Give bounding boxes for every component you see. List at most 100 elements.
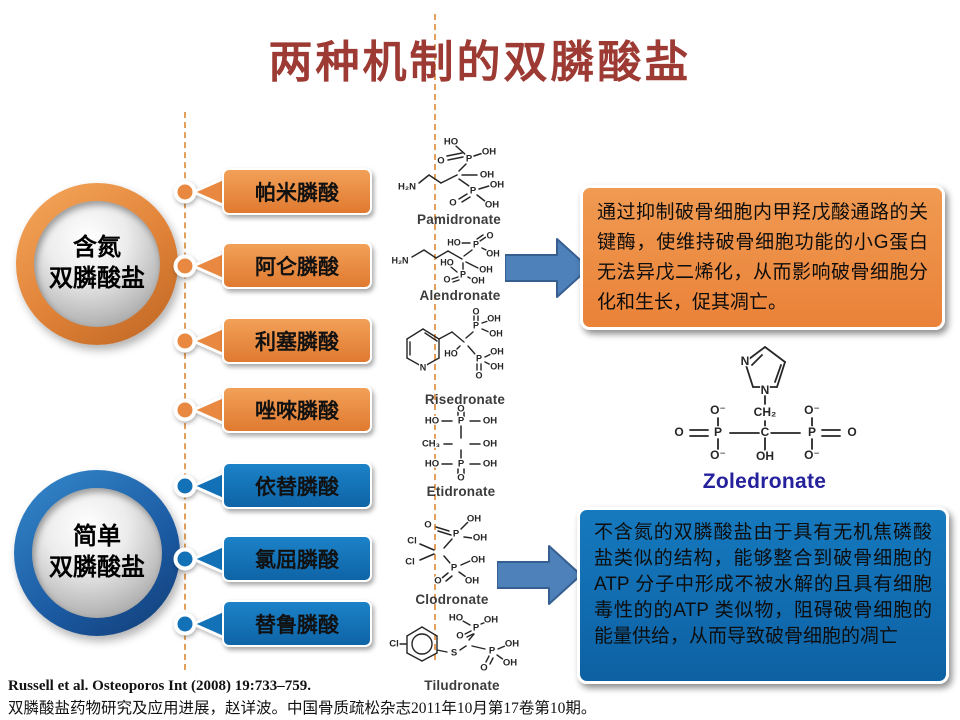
callout-connector-icon [173,249,229,282]
svg-text:P: P [473,239,479,249]
svg-text:OH: OH [479,264,493,274]
callout-pamidronate: 帕米膦酸 [169,168,372,215]
svg-text:P: P [473,623,480,634]
svg-text:O⁻: O⁻ [804,403,820,417]
callout-connector-icon [173,175,229,208]
svg-text:N: N [741,354,750,368]
svg-text:OH: OH [490,346,504,356]
svg-text:O: O [457,404,464,415]
svg-text:Cl: Cl [389,639,399,650]
svg-text:P: P [458,459,465,470]
svg-text:OH: OH [483,416,497,427]
simple-circle-label: 简单 双膦酸盐 [49,523,145,581]
svg-text:OH: OH [482,147,496,158]
mechanism-nitrogen-textbox: 通过抑制破骨细胞内甲羟戊酸通路的关键酶，使维持破骨细胞功能的小G蛋白无法异戊二烯… [580,185,945,330]
svg-text:P: P [808,425,816,439]
drug-label: 阿仑膦酸 [222,242,372,289]
svg-text:OH: OH [483,459,497,470]
svg-text:HO: HO [444,137,458,148]
mechanism-simple-textbox: 不含氮的双膦酸盐由于具有无机焦磷酸盐类似的结构，能够整合到破骨细胞的ATP 分子… [577,507,949,684]
svg-text:O⁻: O⁻ [804,448,820,462]
references: Russell et al. Osteoporos Int (2008) 19:… [8,678,596,718]
svg-text:HO: HO [449,613,463,624]
structure-label-risedronate: Risedronate [424,392,506,407]
svg-text:O: O [443,274,450,284]
callout-alendronate: 阿仑膦酸 [169,242,372,289]
svg-text:OH: OH [471,275,485,285]
svg-text:CH₂: CH₂ [754,405,777,419]
svg-text:O: O [472,306,479,316]
svg-text:P: P [476,353,482,363]
drug-label: 唑唻膦酸 [222,386,372,433]
structure-label-pamidronate: Pamidronate [417,212,501,227]
svg-text:O⁻: O⁻ [710,403,726,417]
svg-text:OH: OH [484,615,498,626]
drug-label: 利塞膦酸 [222,317,372,364]
svg-text:H₂N: H₂N [398,182,416,193]
svg-text:OH: OH [490,180,504,191]
svg-text:O: O [457,473,464,482]
svg-text:O: O [437,156,444,167]
svg-text:OH: OH [486,248,500,258]
svg-text:HO: HO [447,237,461,247]
drug-label: 帕米膦酸 [222,168,372,215]
drug-label: 氯屈膦酸 [222,535,372,582]
reference-line-1: Russell et al. Osteoporos Int (2008) 19:… [8,678,312,694]
svg-text:HO: HO [440,257,454,267]
arrow-right-icon-bottom [497,545,582,605]
svg-text:P: P [714,425,722,439]
svg-text:O: O [847,425,856,439]
svg-text:O⁻: O⁻ [710,448,726,462]
svg-text:Cl: Cl [405,557,415,568]
svg-text:OH: OH [503,658,517,669]
nitrogen-group-circle: 含氮 双膦酸盐 [16,183,178,345]
structure-label-alendronate: Alendronate [419,288,501,303]
callout-etidronate: 依替膦酸 [169,462,372,509]
svg-text:OH: OH [485,200,499,210]
svg-text:P: P [466,154,473,165]
svg-text:OH: OH [480,170,494,181]
svg-text:P: P [470,186,477,197]
svg-text:N: N [420,362,427,372]
svg-text:Cl: Cl [407,536,417,547]
drug-label: 替鲁膦酸 [222,600,372,647]
structure-label-etidronate: Etidronate [426,484,496,499]
svg-text:P: P [458,416,465,427]
svg-text:O: O [475,370,482,380]
svg-text:S: S [451,648,457,659]
svg-text:OH: OH [467,514,481,525]
structure-label-clodronate: Clodronate [415,592,489,607]
nitrogen-circle-inner: 含氮 双膦酸盐 [34,201,160,327]
svg-text:O: O [480,663,487,674]
svg-text:O: O [486,230,493,240]
callout-risedronate: 利塞膦酸 [169,317,372,364]
simple-circle-inner: 简单 双膦酸盐 [32,488,162,618]
svg-text:OH: OH [471,555,485,566]
svg-text:H₂N: H₂N [392,255,409,265]
svg-text:O: O [434,576,441,587]
svg-text:P: P [489,646,496,657]
callout-connector-icon [173,607,229,640]
svg-text:C: C [761,425,770,439]
svg-text:OH: OH [756,449,774,463]
svg-text:OH: OH [490,361,504,371]
svg-text:O: O [449,198,456,209]
svg-text:OH: OH [489,328,503,338]
drug-label: 依替膦酸 [222,462,372,509]
svg-text:OH: OH [483,439,497,450]
svg-text:HO: HO [444,348,458,358]
dashed-timeline-left [184,112,186,670]
svg-text:O: O [456,631,463,642]
reference-line-2: 双膦酸盐药物研究及应用进展，赵详波。中国骨质疏松杂志2011年10月第17卷第1… [8,700,597,717]
nitrogen-circle-label: 含氮 双膦酸盐 [49,234,145,292]
svg-text:OH: OH [487,313,501,323]
svg-text:HO: HO [425,459,439,470]
